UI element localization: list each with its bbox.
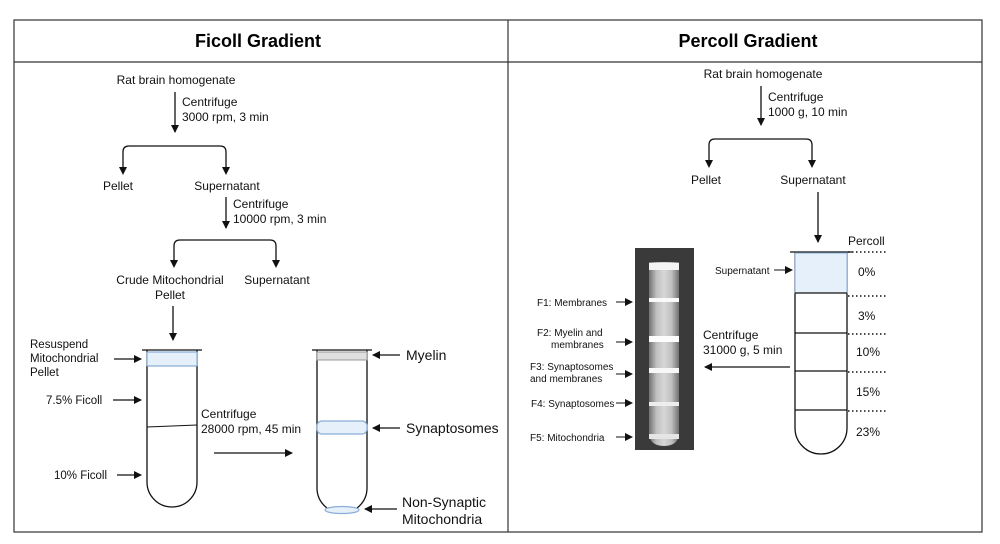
ficoll-crude-line1: Crude Mitochondrial — [116, 273, 223, 287]
percoll-step1-line2: 1000 g, 10 min — [768, 105, 847, 119]
percoll-level-10: 10% — [856, 345, 880, 359]
fraction-f2-line1: F2: Myelin and — [537, 328, 603, 339]
ficoll-branch-2-left-head — [170, 260, 178, 268]
percoll-step2-line2: 31000 g, 5 min — [703, 343, 782, 357]
resuspend-line3: Pellet — [30, 367, 60, 379]
resuspended-pellet-layer — [146, 351, 198, 367]
percoll-branch-left-head — [705, 160, 713, 168]
fraction-f3-line2: and membranes — [530, 374, 602, 385]
mitochondria-pellet — [324, 505, 360, 515]
ficoll-step1-line2: 3000 rpm, 3 min — [182, 110, 269, 124]
myelin-label: Myelin — [406, 347, 446, 363]
outer-frame — [13, 19, 983, 533]
percoll-level-15: 15% — [856, 385, 880, 399]
ficoll-step2-line1: Centrifuge — [233, 197, 289, 211]
ficoll-branch-2-right-head — [272, 260, 280, 268]
ficoll-branch-1 — [122, 145, 227, 173]
ficoll-step1-line1: Centrifuge — [182, 95, 238, 109]
ficoll-pellet-label: Pellet — [103, 179, 134, 193]
nonsyn-line1: Non-Synaptic — [402, 494, 486, 510]
ficoll-supernatant-label: Supernatant — [194, 179, 260, 193]
ficoll-start-label: Rat brain homogenate — [117, 73, 236, 87]
resuspend-line2: Mitochondrial — [30, 353, 98, 365]
ficoll-step3-line2: 28000 rpm, 45 min — [201, 422, 301, 436]
ficoll-branch-1-right-head — [222, 167, 230, 175]
percoll-step1-line1: Centrifuge — [768, 90, 824, 104]
left-panel-title: Ficoll Gradient — [195, 31, 321, 51]
ficoll-branch-2 — [173, 239, 277, 266]
percoll-branch — [708, 138, 813, 166]
ficoll-75-label: 7.5% Ficoll — [46, 395, 102, 407]
percoll-level-3: 3% — [858, 309, 876, 323]
ficoll-crude-line2: Pellet — [155, 288, 186, 302]
percoll-pellet-label: Pellet — [691, 173, 722, 187]
ficoll-step2-line2: 10000 rpm, 3 min — [233, 212, 326, 226]
percoll-supernatant-layer-label: Supernatant — [715, 266, 770, 277]
percoll-header: Percoll — [848, 234, 885, 248]
percoll-branch-right-head — [808, 160, 816, 168]
fraction-f1-label: F1: Membranes — [537, 298, 607, 309]
percoll-tube — [794, 252, 848, 455]
synaptosome-band — [316, 420, 368, 435]
ficoll-10-label: 10% Ficoll — [54, 470, 107, 482]
fraction-f3-line1: F3: Synaptosomes — [530, 362, 613, 373]
percoll-start-label: Rat brain homogenate — [704, 67, 823, 81]
fraction-f2-line2: membranes — [551, 340, 604, 351]
nonsyn-line2: Mitochondria — [402, 511, 482, 527]
percoll-supernatant-layer — [794, 252, 848, 294]
ficoll-interface-line — [146, 424, 198, 428]
percoll-level-0: 0% — [858, 265, 876, 279]
fraction-f4-label: F4: Synaptosomes — [531, 399, 614, 410]
percoll-level-dots — [848, 251, 888, 412]
resuspend-line1: Resuspend — [30, 339, 88, 351]
percoll-step2-line1: Centrifuge — [703, 328, 759, 342]
ficoll-branch-1-left-head — [119, 167, 127, 175]
right-panel-title: Percoll Gradient — [678, 31, 817, 51]
percoll-level-23: 23% — [856, 425, 880, 439]
ficoll-supernatant2-label: Supernatant — [244, 273, 310, 287]
ficoll-step3-line1: Centrifuge — [201, 407, 257, 421]
gradient-tube-photo — [635, 248, 694, 450]
percoll-supernatant-label: Supernatant — [780, 173, 846, 187]
fraction-f5-label: F5: Mitochondria — [530, 433, 605, 444]
ficoll-tube-before — [146, 350, 198, 508]
synaptosomes-label: Synaptosomes — [406, 420, 499, 436]
myelin-band — [316, 351, 368, 361]
